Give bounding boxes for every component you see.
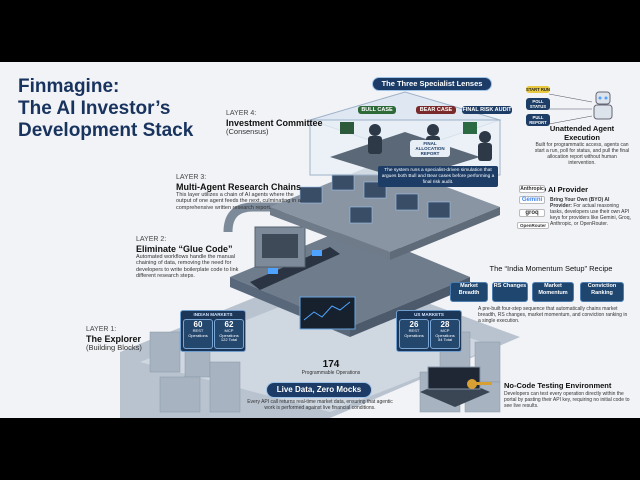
layer-2-description: Automated workflows handle the manual ch… [136,254,239,280]
programmable-label: Programmable Operations [301,370,361,376]
layer-4-title: Investment Committee [226,118,323,128]
layer-4-label: LAYER 4: [226,110,257,117]
layer-3: LAYER 3: Multi-Agent Research Chains Thi… [176,174,304,211]
india-mcp-count: 62 [224,320,234,329]
bull-case-tag: BULL CASE [358,106,396,114]
no-code-description: Developers can test every operation dire… [504,390,630,409]
start-run-chip: START RUN [526,86,550,93]
us-rest: 26 REST Operations [399,319,429,349]
us-mcp-label: MCP Operations [435,328,455,338]
india-rest-label: REST Operations [188,328,208,338]
layer-2-title: Eliminate “Glue Code” [136,244,233,254]
title-line-2: The AI Investor’s [18,98,171,119]
poll-status-chip: POLL STATUS [526,98,550,110]
layer-1-label: LAYER 1: [86,326,117,333]
lenses-caption: The system runs a specialist-driven simu… [378,166,498,188]
indian-markets-header: INDIAN MARKETS [193,312,233,317]
layer-4-subtitle: (Consensus) [226,127,269,136]
recipe-description: A pre-built four-step sequence that auto… [478,306,628,324]
layer-3-label: LAYER 3: [176,174,207,181]
step-market-breadth: Market Breadth [450,282,488,302]
key-icon [467,379,492,389]
step-market-momentum: Market Momentum [532,282,574,302]
step-rs-changes: RS Changes [492,282,528,302]
bear-case-tag: BEAR CASE [416,106,456,114]
isometric-illustration [120,91,613,418]
byo-description: Bring Your Own (BYO) AI Provider: For ac… [550,197,632,227]
india-mcp: 62 MCP Operations 122 Total [214,319,244,349]
us-markets-header: US MARKETS [414,312,444,317]
unattended-title: Unattended Agent Execution [549,124,615,142]
india-rest: 60 REST Operations [183,319,213,349]
step-conviction-ranking: Conviction Ranking [580,282,624,302]
layer-3-description: This layer utilizes a chain of AI agents… [176,192,301,211]
layer-2: LAYER 2: Eliminate “Glue Code” Automated… [136,236,254,280]
risk-audit-tag: FINAL RISK AUDIT [462,106,512,114]
byo-description-text: For actual reasoning tasks, developers u… [550,203,631,227]
us-mcp-count: 28 [440,320,450,329]
infographic: Finmagine: The AI Investor’s Development… [0,62,640,418]
india-rest-count: 60 [193,320,203,329]
layer-2-label: LAYER 2: [136,236,167,243]
unattended-section: Unattended Agent Execution Built for pro… [534,124,630,166]
us-markets-panel: US MARKETS 26 REST Operations 28 MCP Ope… [396,310,462,352]
layer-1-subtitle: (Building Blocks) [86,343,142,352]
title-line-1: Finmagine: [18,76,120,97]
india-mcp-label: MCP Operations [219,328,239,338]
openrouter-logo: OpenRouter [517,222,549,229]
allocation-report: FINAL ALLOCATION REPORT [410,140,450,157]
us-rest-label: REST Operations [404,328,424,338]
layer-3-title: Multi-Agent Research Chains [176,182,302,192]
pull-report-chip: PULL REPORT [526,114,550,126]
title-line-3: Development Stack [18,120,194,141]
lenses-header: The Three Specialist Lenses [372,77,492,91]
page-title: Finmagine: The AI Investor’s Development… [18,76,218,142]
no-code-section: No-Code Testing Environment Developers c… [504,381,632,409]
indian-markets-panel: INDIAN MARKETS 60 REST Operations 62 MCP… [180,310,246,352]
gemini-logo: Gemini [519,196,545,204]
recipe-title: The “India Momentum Setup” Recipe [489,264,613,273]
live-data-title: Live Data, Zero Mocks [266,382,372,398]
anthropic-logo: Anthropic [519,185,545,193]
byo-section: BYO AI Provider [530,185,630,195]
layer-1-title: The Explorer [86,334,142,344]
india-total: 122 Total [220,337,238,342]
byo-title: BYO AI Provider [530,185,589,194]
byo-description-lead: Bring Your Own (BYO) AI Provider: [550,197,610,209]
unattended-description: Built for programmatic access, agents ca… [534,142,630,166]
programmable-operations: 174 Programmable Operations [292,359,370,377]
us-total: 54 Total [438,337,452,342]
live-data-description: Every API call returns real-time market … [247,399,393,411]
us-rest-count: 26 [409,320,419,329]
us-mcp: 28 MCP Operations 54 Total [430,319,460,349]
groq-logo: groq [519,209,545,217]
programmable-count: 174 [322,359,340,370]
layer-4: LAYER 4: Investment Committee (Consensus… [226,110,326,137]
layer-1: LAYER 1: The Explorer (Building Blocks) [86,326,166,353]
no-code-title: No-Code Testing Environment [504,381,612,390]
robot-icon [593,91,613,120]
